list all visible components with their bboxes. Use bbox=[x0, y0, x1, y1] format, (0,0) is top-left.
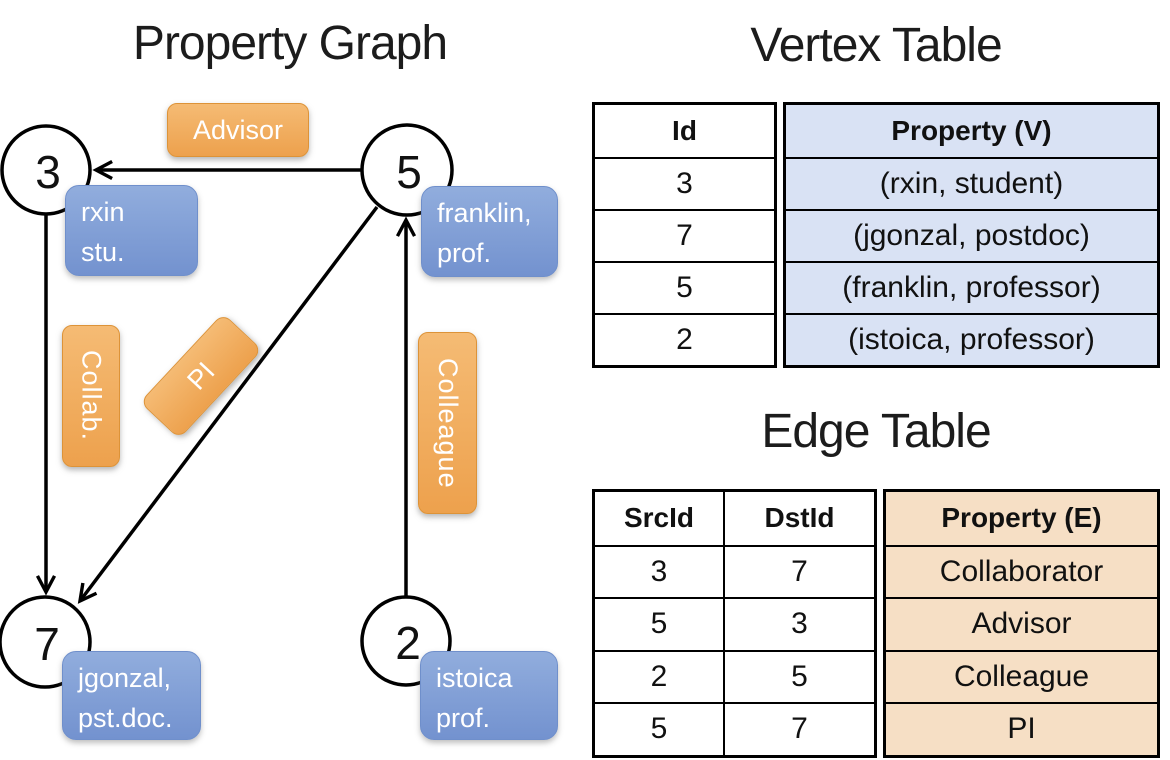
edge-table-srcid-column: SrcId 3 5 2 5 bbox=[595, 492, 723, 755]
table-cell: Collaborator bbox=[886, 544, 1157, 598]
vertex-property-line: istoica bbox=[436, 663, 513, 693]
edge-label-advisor-text: Advisor bbox=[192, 114, 284, 145]
table-cell: PI bbox=[886, 702, 1157, 755]
vertex-table-property-column: Property (V) (rxin, student) (jgonzal, p… bbox=[783, 102, 1160, 368]
vertex-id-5: 5 bbox=[396, 146, 422, 198]
vertex-property-line: stu. bbox=[81, 237, 125, 267]
edge-table-header-srcid: SrcId bbox=[623, 502, 695, 534]
vertex-property-line: prof. bbox=[437, 238, 492, 268]
vertex-id-2: 2 bbox=[395, 617, 421, 669]
table-cell: 5 bbox=[595, 597, 723, 650]
vertex-id-7: 7 bbox=[34, 618, 60, 670]
edge-pi-arrow bbox=[77, 205, 379, 604]
vertex-property-line: prof. bbox=[436, 703, 491, 733]
vertex-property-line: jgonzal, bbox=[78, 663, 172, 693]
table-cell: 3 bbox=[725, 597, 874, 650]
vertex-property-line: pst.doc. bbox=[78, 703, 173, 733]
table-cell: Advisor bbox=[886, 597, 1157, 650]
table-cell: 7 bbox=[725, 544, 874, 598]
edge-label-colleague: Colleague bbox=[418, 332, 477, 514]
vertex-property-line: rxin bbox=[81, 197, 125, 227]
table-cell: 5 bbox=[725, 649, 874, 703]
table-cell: 5 bbox=[595, 261, 774, 313]
edge-table-title: Edge Table bbox=[761, 405, 991, 458]
vertex-property-box-5: franklin, prof. bbox=[421, 186, 558, 277]
vertex-table-header-id: Id bbox=[672, 115, 697, 146]
table-cell: 7 bbox=[725, 702, 874, 755]
table-cell: 3 bbox=[595, 157, 774, 209]
vertex-property-box-3: rxin stu. bbox=[65, 185, 198, 276]
table-cell: 2 bbox=[595, 649, 723, 703]
vertex-table-header-property: Property (V) bbox=[891, 115, 1052, 146]
vertex-table-id-column: Id 3 7 5 2 bbox=[592, 102, 777, 368]
table-cell: 5 bbox=[595, 702, 723, 755]
edge-table-header-property: Property (E) bbox=[941, 502, 1102, 534]
vertex-property-line: franklin, bbox=[437, 198, 532, 228]
table-cell: (franklin, professor) bbox=[786, 261, 1157, 313]
table-cell: Colleague bbox=[886, 649, 1157, 703]
edge-table-header-dstid: DstId bbox=[764, 502, 835, 534]
edge-table-dstid-column: DstId 7 3 5 7 bbox=[723, 492, 874, 755]
table-cell: 7 bbox=[595, 209, 774, 261]
table-cell: (rxin, student) bbox=[786, 157, 1157, 209]
vertex-property-box-7: jgonzal, pst.doc. bbox=[62, 651, 201, 740]
edge-table-property-column: Property (E) Collaborator Advisor Collea… bbox=[883, 489, 1160, 758]
edge-label-advisor: Advisor bbox=[167, 103, 309, 157]
table-cell: 3 bbox=[595, 544, 723, 598]
edge-label-colleague-text: Colleague bbox=[433, 357, 463, 489]
edge-table-id-columns: SrcId 3 5 2 5 DstId 7 3 5 7 bbox=[592, 489, 877, 758]
edge-table: SrcId 3 5 2 5 DstId 7 3 5 7 Property (E)… bbox=[592, 489, 1160, 758]
table-cell: 2 bbox=[595, 313, 774, 365]
vertex-table: Id 3 7 5 2 Property (V) (rxin, student) … bbox=[592, 102, 1160, 368]
edge-label-collab-text: Collab. bbox=[76, 350, 107, 442]
vertex-property-box-2: istoica prof. bbox=[420, 651, 558, 740]
table-cell: (jgonzal, postdoc) bbox=[786, 209, 1157, 261]
edge-label-collab: Collab. bbox=[62, 325, 120, 467]
property-graph-title: Property Graph bbox=[132, 17, 448, 70]
edge-label-pi-text: PI bbox=[180, 356, 221, 396]
vertex-id-3: 3 bbox=[35, 146, 61, 198]
vertex-table-title: Vertex Table bbox=[750, 19, 1002, 72]
table-cell: (istoica, professor) bbox=[786, 313, 1157, 365]
